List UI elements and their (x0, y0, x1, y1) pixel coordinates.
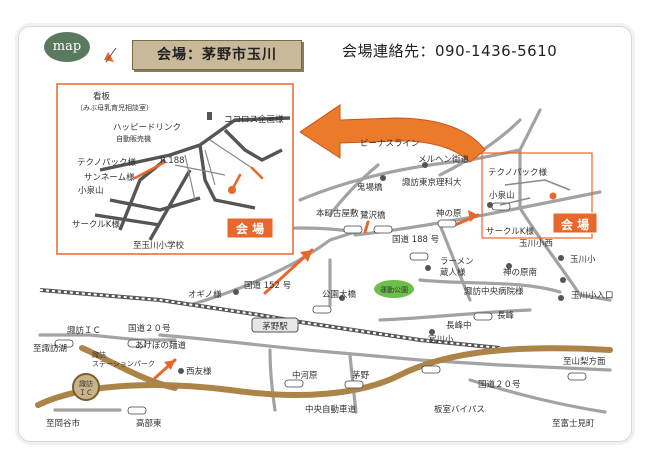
inset-roads (94, 116, 291, 241)
label-kokudo188: 国道 188 号 (392, 234, 439, 245)
label-nakagawara: 中河原 (292, 370, 318, 381)
inset-small-frame (481, 152, 593, 239)
label-inset-circle-k: サークルK様 (72, 219, 120, 230)
road-west (38, 333, 177, 342)
park-icon (374, 280, 414, 298)
road-kaminohara (438, 223, 472, 302)
inset-minor-roads (174, 139, 256, 201)
label-miyagawa: 宮川小 (428, 334, 454, 345)
venue-banner: 会場：茅野市玉川 (132, 40, 302, 70)
small-venue-box (552, 212, 598, 234)
label-suwa-ic: 諏訪ＩＣ (67, 325, 101, 336)
label-ic-round-2: ＩＣ (79, 389, 93, 397)
north-arrow-icon (104, 47, 117, 63)
label-technopack: テクノパック様 (488, 167, 547, 178)
station-icon (251, 317, 299, 333)
expressway (35, 345, 613, 408)
callout-arrow (299, 104, 486, 163)
inset-venue-label: 会 場 (236, 221, 264, 236)
label-kouen-ohashi: 公園大橋 (322, 289, 357, 300)
label-venus-line: ビーナスライン (360, 139, 420, 149)
label-tamagawa-nishi: 玉川小西 (519, 238, 553, 249)
label-koizumiyama: 小泉山 (489, 190, 515, 201)
label-tamagawa-iriguchi: 玉川小入口 (571, 290, 614, 301)
label-houzawa: 鷺沢橋 (360, 210, 386, 221)
label-inset-technopack: テクノパック様 (77, 157, 136, 168)
route-arrowheads (164, 210, 478, 370)
label-kokudo152: 国道 152 号 (244, 280, 291, 291)
road-tamagawa (518, 206, 612, 302)
label-inset-koizumiyama: 小泉山 (78, 185, 104, 196)
label-r188: R.188 (160, 156, 185, 166)
label-ramen: ラーメン (440, 257, 474, 267)
label-chino-station: 茅野駅 (262, 321, 288, 332)
label-station-park-1: 諏訪 (92, 350, 106, 359)
label-nagamine: 長峰 (497, 310, 515, 321)
road-south1 (268, 348, 277, 412)
label-tamagawa-sho: 玉川小 (570, 254, 596, 265)
contact-phone: 会場連絡先：090-1436-5610 (342, 42, 558, 60)
label-chuo-expressway: 中央自動車道 (305, 404, 357, 415)
label-to-fujimi: 至富士見町 (552, 418, 595, 429)
label-itamuro-bypass: 板室バイパス (434, 404, 485, 415)
small-inset-roads (499, 179, 571, 206)
small-venue-marker (549, 192, 557, 200)
road-nagamine (378, 308, 532, 322)
label-kaminohara-minami: 神の原南 (503, 267, 537, 278)
label-cocos: ココロス企画様 (224, 114, 284, 125)
label-merhen: メルヘン街道 (418, 154, 470, 165)
map-badge: map (44, 32, 90, 62)
label-to-okaya: 至岡谷市 (46, 418, 81, 429)
label-nishitomo: 西友様 (186, 366, 212, 377)
label-undou-kouen: 運動公園 (380, 285, 408, 294)
label-vending: 自動販売機 (116, 134, 151, 143)
label-kokudo20-top: 国道２０号 (128, 323, 171, 334)
label-signboard-note: （みぶ母乳育児相談室） (76, 103, 153, 112)
label-suwa-univ: 諏訪東京理科大 (402, 177, 462, 188)
signal-icons (54, 202, 587, 415)
label-kokudo20-bottom: 国道２０号 (478, 379, 521, 390)
suwa-ic-roundabout (72, 373, 100, 401)
label-happy-drink: ハッピードリンク (113, 123, 181, 133)
signboard-icon (207, 112, 212, 120)
label-station-park-2: ステーションパーク (92, 360, 155, 368)
small-venue-label: 会 場 (561, 217, 589, 232)
label-akebono: あけぼの麺道 (135, 340, 187, 351)
label-to-school: 至玉川小学校 (133, 240, 185, 251)
road-bottom-east (468, 378, 607, 414)
road-kitoba (328, 163, 380, 217)
label-kaminohara: 神の原 (436, 208, 462, 219)
road-20-upper (158, 333, 612, 372)
label-ogino: オギノ様 (188, 289, 222, 300)
label-to-suwako: 至諏訪湖 (33, 343, 67, 354)
label-kurahito: 蔵人様 (440, 267, 466, 278)
label-signboard: 看板 (93, 91, 111, 102)
label-kitoba: 鬼場橋 (357, 182, 383, 193)
label-to-yamanashi: 至山梨方面 (563, 356, 606, 367)
road-hospital (418, 278, 562, 294)
inset-venue-box (226, 217, 274, 239)
label-circle-k: サークルK様 (486, 226, 534, 237)
label-nagaminenaka: 長峰中 (446, 320, 472, 331)
label-sunname: サンネーム様 (84, 172, 135, 183)
label-suwa-hospital: 諏訪中央病院様 (464, 286, 524, 297)
label-motomachi: 本町古屋敷 (316, 208, 359, 219)
label-takabe-higashi: 高部東 (136, 418, 162, 429)
inset-venue-marker (228, 186, 236, 194)
landmark-dots (178, 162, 566, 374)
road-152 (188, 230, 357, 307)
label-ic-round-1: 諏訪 (79, 379, 93, 388)
label-chino: 茅野 (352, 370, 370, 381)
